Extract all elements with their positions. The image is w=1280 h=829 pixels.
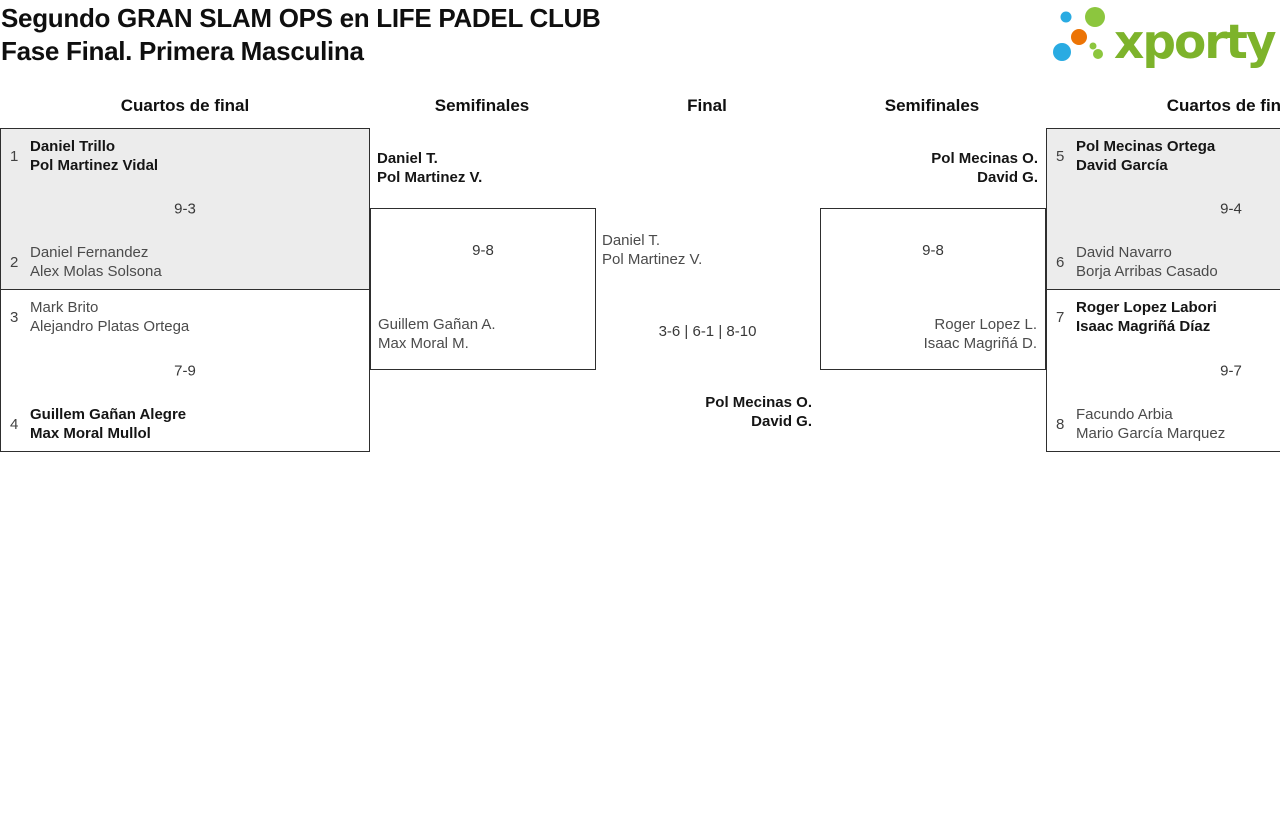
match-score: 9-7 bbox=[1220, 362, 1242, 379]
team-names: Mark Brito Alejandro Platas Ortega bbox=[30, 298, 189, 336]
player-name: Borja Arribas Casado bbox=[1076, 263, 1218, 280]
match-score: 9-4 bbox=[1220, 200, 1242, 218]
player-name: Mark Brito bbox=[30, 299, 99, 316]
player-name: Pol Martinez V. bbox=[602, 251, 703, 268]
final-winner-team: Pol Mecinas O. David G. bbox=[595, 393, 812, 431]
xporty-wordmark: xporty bbox=[1114, 15, 1276, 68]
team-names: Facundo Arbia Mario García Marquez bbox=[1076, 405, 1225, 443]
round-header-final: Final bbox=[687, 96, 727, 115]
team-row: 4 Guillem Gañan Alegre Max Moral Mullol bbox=[10, 405, 186, 443]
player-name: David García bbox=[1076, 157, 1168, 174]
seed-number: 5 bbox=[1056, 147, 1065, 165]
player-name: Pol Mecinas Ortega bbox=[1076, 138, 1216, 155]
seed-number: 7 bbox=[1056, 308, 1065, 326]
phase-category: Fase Final. Primera Masculina bbox=[1, 36, 364, 66]
match-score: 9-3 bbox=[174, 200, 196, 218]
round-header-left-quarters: Cuartos de final bbox=[120, 96, 250, 115]
player-name: Pol Martinez Vidal bbox=[30, 157, 159, 174]
match-box-qr2[interactable]: 7 Roger Lopez Labori Isaac Magriñá Díaz … bbox=[1046, 290, 1280, 452]
xporty-logo[interactable]: xporty bbox=[1048, 4, 1280, 70]
page-title: Segundo GRAN SLAM OPS en LIFE PADEL CLUB… bbox=[1, 2, 601, 68]
team-names: David Navarro Borja Arribas Casado bbox=[1076, 243, 1218, 281]
seed-number: 2 bbox=[10, 253, 19, 271]
match-box-semifinal-right[interactable]: 9-8 Roger Lopez L. Isaac Magriñá D. bbox=[820, 208, 1046, 370]
team-names: Guillem Gañan Alegre Max Moral Mullol bbox=[30, 405, 186, 443]
player-name: Daniel T. bbox=[602, 232, 661, 249]
semifinal-right-top-team: Pol Mecinas O. David G. bbox=[820, 149, 1038, 187]
match-box-ql1[interactable]: 1 Daniel Trillo Pol Martinez Vidal 9-3 2… bbox=[0, 128, 370, 290]
player-name: Mario García Marquez bbox=[1076, 425, 1226, 442]
player-name: Alex Molas Solsona bbox=[30, 263, 162, 280]
team-row: 2 Daniel Fernandez Alex Molas Solsona bbox=[10, 243, 162, 281]
player-name: Pol Martinez V. bbox=[377, 169, 483, 186]
round-header-right-semis: Semifinales bbox=[884, 96, 980, 115]
seed-number: 6 bbox=[1056, 253, 1065, 271]
team-names: Guillem Gañan A. Max Moral M. bbox=[378, 315, 496, 353]
player-name: Daniel Fernandez bbox=[30, 244, 149, 261]
final-score: 3-6 | 6-1 | 8-10 bbox=[658, 323, 757, 340]
team-row: 8 Facundo Arbia Mario García Marquez bbox=[1056, 405, 1225, 443]
round-header-right-quarters: Cuartos de final bbox=[1166, 96, 1280, 115]
match-box-ql2[interactable]: 3 Mark Brito Alejandro Platas Ortega 7-9… bbox=[0, 290, 370, 452]
player-name: Guillem Gañan Alegre bbox=[30, 406, 187, 423]
player-name: David G. bbox=[751, 413, 812, 430]
xporty-logo-icon: xporty bbox=[1053, 7, 1278, 70]
team-names: Daniel Trillo Pol Martinez Vidal bbox=[30, 137, 158, 175]
player-name: Isaac Magriñá Díaz bbox=[1076, 318, 1211, 335]
player-name: Guillem Gañan A. bbox=[378, 316, 496, 333]
team-names: Roger Lopez L. Isaac Magriñá D. bbox=[924, 315, 1037, 353]
player-name: Isaac Magriñá D. bbox=[923, 335, 1037, 352]
match-box-qr1[interactable]: 5 Pol Mecinas Ortega David García 9-4 6 … bbox=[1046, 128, 1280, 290]
match-score: 9-8 bbox=[472, 242, 494, 259]
team-row: 7 Roger Lopez Labori Isaac Magriñá Díaz bbox=[1056, 298, 1217, 336]
round-header-left-semis: Semifinales bbox=[434, 96, 530, 115]
player-name: Roger Lopez L. bbox=[934, 316, 1037, 333]
player-name: Pol Mecinas O. bbox=[931, 150, 1038, 167]
seed-number: 8 bbox=[1056, 415, 1065, 433]
tournament-name: Segundo GRAN SLAM OPS en LIFE PADEL CLUB bbox=[1, 3, 601, 33]
team-row: 1 Daniel Trillo Pol Martinez Vidal bbox=[10, 137, 158, 175]
player-name: Daniel Trillo bbox=[30, 138, 116, 155]
player-name: David Navarro bbox=[1076, 244, 1172, 261]
player-name: Roger Lopez Labori bbox=[1076, 299, 1217, 316]
player-name: Alejandro Platas Ortega bbox=[30, 318, 190, 335]
team-row: 5 Pol Mecinas Ortega David García bbox=[1056, 137, 1215, 175]
player-name: Max Moral Mullol bbox=[30, 425, 151, 442]
team-names: Roger Lopez Labori Isaac Magriñá Díaz bbox=[1076, 298, 1217, 336]
team-names: Pol Mecinas Ortega David García bbox=[1076, 137, 1215, 175]
final-top-team: Daniel T. Pol Martinez V. bbox=[602, 231, 702, 269]
player-name: Facundo Arbia bbox=[1076, 406, 1173, 423]
player-name: David G. bbox=[977, 169, 1038, 186]
player-name: Max Moral M. bbox=[378, 335, 469, 352]
team-row: 6 David Navarro Borja Arribas Casado bbox=[1056, 243, 1218, 281]
seed-number: 1 bbox=[10, 147, 19, 165]
seed-number: 3 bbox=[10, 308, 19, 326]
match-box-semifinal-left[interactable]: 9-8 Guillem Gañan A. Max Moral M. bbox=[370, 208, 596, 370]
team-names: Daniel Fernandez Alex Molas Solsona bbox=[30, 243, 162, 281]
match-score: 7-9 bbox=[174, 362, 196, 379]
semifinal-left-top-team: Daniel T. Pol Martinez V. bbox=[377, 149, 482, 187]
player-name: Pol Mecinas O. bbox=[705, 394, 812, 411]
seed-number: 4 bbox=[10, 415, 19, 433]
match-score: 9-8 bbox=[922, 242, 944, 259]
team-row: 3 Mark Brito Alejandro Platas Ortega bbox=[10, 298, 189, 336]
player-name: Daniel T. bbox=[377, 150, 438, 167]
